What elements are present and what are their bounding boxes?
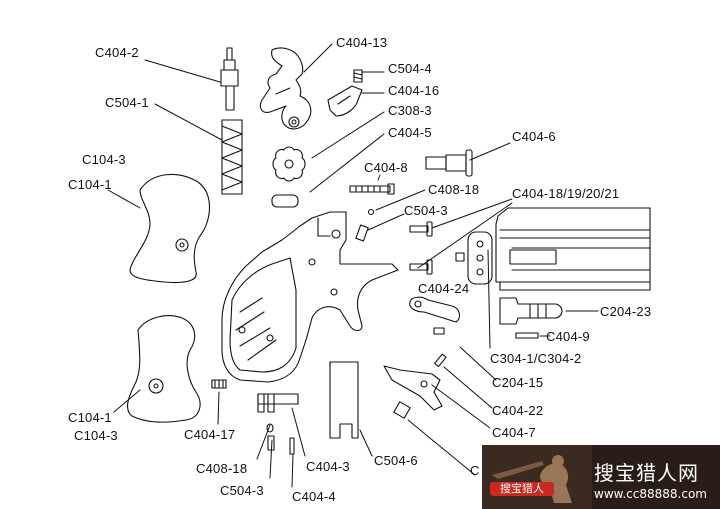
part-c504-3-spring-bottom	[267, 435, 275, 451]
label-c404-16: C404-16	[388, 83, 440, 98]
part-c308-3-cam	[272, 146, 306, 182]
part-c504-6-spring	[329, 361, 359, 439]
part-c404-8-screw	[349, 183, 395, 195]
part-c204-23	[499, 297, 563, 325]
label-c204-23: C204-23	[600, 304, 652, 319]
label-c404-3: C404-3	[306, 459, 350, 474]
part-c404-18-pins	[409, 221, 433, 275]
label-c504-3-top: C504-3	[404, 203, 448, 218]
label-c204-15: C204-15	[492, 375, 544, 390]
label-c404-17: C404-17	[184, 427, 236, 442]
part-c504-1-spring	[221, 119, 243, 195]
part-c104-3-grip-top	[129, 173, 210, 284]
label-c404-5: C404-5	[388, 125, 432, 140]
label-c504-1: C504-1	[105, 95, 149, 110]
label-c404-4: C404-4	[292, 489, 336, 504]
label-c504-3-bottom: C504-3	[220, 483, 264, 498]
part-c404-5-pin	[271, 194, 299, 208]
label-c404-18-19-20-21: C404-18/19/20/21	[512, 186, 620, 201]
part-c104-1-grip-bottom	[126, 315, 201, 423]
part-barrel-plate	[467, 231, 493, 285]
label-c404-6: C404-6	[512, 129, 556, 144]
label-c404-7: C404-7	[492, 425, 536, 440]
label-c308-3: C308-3	[388, 103, 432, 118]
part-c404-7-pin	[434, 353, 447, 368]
part-c404-17-spring	[211, 379, 227, 389]
label-c404-13: C404-13	[336, 35, 388, 50]
leader-lines	[107, 43, 599, 488]
part-barrel	[495, 207, 651, 291]
label-c304-1-c304-2: C304-1/C304-2	[490, 351, 582, 366]
label-c104-3-bottom: C104-3	[74, 428, 118, 443]
label-c404-24: C404-24	[418, 281, 470, 296]
label-c104-3-top: C104-3	[82, 152, 126, 167]
watermark-banner: 搜宝猎人 搜宝猎人网 www.cc88888.com	[482, 445, 720, 509]
watermark-title: 搜宝猎人网	[594, 461, 699, 485]
label-c504-6: C504-6	[374, 453, 418, 468]
part-c404-24-screw	[455, 252, 465, 262]
part-c404-3	[257, 393, 299, 413]
part-c404-16	[327, 85, 363, 117]
label-c504-4: C504-4	[388, 61, 432, 76]
hunter-logo-icon	[482, 445, 592, 509]
label-c408-18-bottom: C408-18	[196, 461, 248, 476]
part-c404-6	[425, 149, 473, 177]
watermark-url: www.cc88888.com	[594, 487, 707, 501]
part-frame	[221, 211, 399, 383]
label-c404-9: C404-9	[546, 329, 590, 344]
part-small-spring-bottom-right	[393, 401, 411, 419]
part-c404-4-pin-bottom	[289, 437, 295, 455]
part-c404-13-hammer	[259, 47, 312, 130]
label-c104-1-bottom: C104-1	[68, 410, 112, 425]
part-c504-3-spring-top	[355, 224, 369, 242]
part-c404-7-trigger	[383, 365, 443, 411]
label-c-partial: C	[470, 463, 480, 478]
part-c404-2-firing-pin	[220, 47, 239, 111]
label-c404-22: C404-22	[492, 403, 544, 418]
part-c404-9-pin	[515, 332, 539, 339]
label-c408-18-top: C408-18	[428, 182, 480, 197]
part-c504-4-small-spring	[353, 69, 363, 83]
label-c404-8: C404-8	[364, 160, 408, 175]
watermark-brand: 搜宝猎人	[490, 482, 554, 496]
label-c404-2: C404-2	[95, 45, 139, 60]
part-c408-18-ball-bottom	[266, 423, 274, 433]
part-c408-18-ball	[367, 208, 375, 216]
part-c204-15-pin	[433, 327, 445, 335]
label-c104-1-top: C104-1	[68, 177, 112, 192]
part-c404-22-lever	[409, 296, 461, 323]
